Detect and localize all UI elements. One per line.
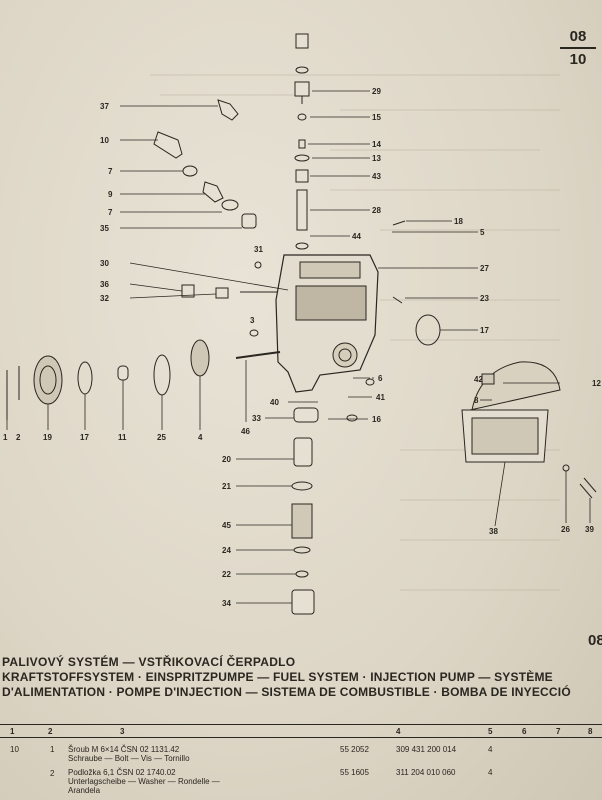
callout-17a: 17 bbox=[480, 326, 489, 335]
callout-42: 42 bbox=[474, 375, 483, 384]
row1-desc-2: Schraube — Bolt — Vis — Tornillo bbox=[68, 754, 190, 763]
callout-7b: 7 bbox=[108, 208, 113, 217]
callout-19: 19 bbox=[43, 433, 52, 442]
callout-10: 10 bbox=[100, 136, 109, 145]
callout-23: 23 bbox=[480, 294, 489, 303]
callout-24: 24 bbox=[222, 546, 231, 555]
page-number-bottom: 10 bbox=[569, 51, 587, 68]
col-header-4: 4 bbox=[396, 727, 401, 736]
row2-desc-2: Unterlagscheibe — Washer — Rondelle — bbox=[68, 777, 220, 786]
row1-desc-1: Šroub M 6×14 ČSN 02 1131.42 bbox=[68, 745, 180, 754]
callout-15: 15 bbox=[372, 113, 381, 122]
callout-29: 29 bbox=[372, 87, 381, 96]
callout-6: 6 bbox=[378, 374, 383, 383]
callout-2: 2 bbox=[16, 433, 21, 442]
col-header-8: 8 bbox=[588, 727, 593, 736]
row2-desc-3: Arandela bbox=[68, 786, 101, 795]
row2-code-1: 55 1605 bbox=[340, 768, 369, 777]
col-header-3: 3 bbox=[120, 727, 125, 736]
page-number: 08 10 bbox=[560, 28, 596, 68]
page-number-top: 08 bbox=[560, 28, 596, 49]
callout-30: 30 bbox=[100, 259, 109, 268]
callout-4: 4 bbox=[198, 433, 203, 442]
callout-36: 36 bbox=[100, 280, 109, 289]
callout-18: 18 bbox=[454, 217, 463, 226]
callout-39: 39 bbox=[585, 525, 594, 534]
callout-41: 41 bbox=[376, 393, 385, 402]
callout-5: 5 bbox=[480, 228, 485, 237]
col-header-2: 2 bbox=[48, 727, 53, 736]
row1-col1: 10 bbox=[10, 745, 19, 754]
callout-20: 20 bbox=[222, 455, 231, 464]
callout-37: 37 bbox=[100, 102, 109, 111]
title-line-3: D'ALIMENTATION · POMPE D'INJECTION — SIS… bbox=[2, 685, 571, 699]
callout-27: 27 bbox=[480, 264, 489, 273]
callout-43: 43 bbox=[372, 172, 381, 181]
callout-26: 26 bbox=[561, 525, 570, 534]
callout-38: 38 bbox=[489, 527, 498, 536]
callout-32: 32 bbox=[100, 294, 109, 303]
col-header-5: 5 bbox=[488, 727, 493, 736]
row1-col2: 1 bbox=[50, 745, 55, 754]
callout-11: 11 bbox=[118, 433, 127, 442]
callout-22: 22 bbox=[222, 570, 231, 579]
col-header-6: 6 bbox=[522, 727, 527, 736]
callout-16: 16 bbox=[372, 415, 381, 424]
callout-1: 1 bbox=[3, 433, 8, 442]
exploded-parts-drawing: 29 15 14 13 43 28 18 5 37 10 7 9 7 35 44… bbox=[3, 33, 601, 615]
callout-35: 35 bbox=[100, 224, 109, 233]
table-header-rule bbox=[0, 737, 602, 738]
callout-21: 21 bbox=[222, 482, 231, 491]
callout-14: 14 bbox=[372, 140, 381, 149]
callout-17b: 17 bbox=[80, 433, 89, 442]
title-line-2: KRAFTSTOFFSYSTEM · EINSPRITZPUMPE — FUEL… bbox=[2, 670, 553, 684]
title-czech: PALIVOVÝ SYSTÉM — VSTŘIKOVACÍ ČERPADLO bbox=[2, 655, 296, 669]
callout-7a: 7 bbox=[108, 167, 113, 176]
row2-col2: 2 bbox=[50, 769, 55, 778]
col-header-1: 1 bbox=[10, 727, 15, 736]
callout-8: 8 bbox=[474, 396, 479, 405]
callout-13: 13 bbox=[372, 154, 381, 163]
callout-12: 12 bbox=[592, 379, 601, 388]
callout-28: 28 bbox=[372, 206, 381, 215]
row2-desc-1: Podložka 6,1 ČSN 02 1740.02 bbox=[68, 768, 176, 777]
callout-9: 9 bbox=[108, 190, 113, 199]
row2-code-2: 311 204 010 060 bbox=[396, 768, 456, 777]
row1-code-1: 55 2052 bbox=[340, 745, 369, 754]
row1-qty: 4 bbox=[488, 745, 493, 754]
callout-34: 34 bbox=[222, 599, 231, 608]
table-top-rule bbox=[0, 724, 602, 725]
edge-page-number: 08 bbox=[588, 632, 602, 649]
callout-3: 3 bbox=[250, 316, 255, 325]
callout-31: 31 bbox=[254, 245, 263, 254]
callout-45: 45 bbox=[222, 521, 231, 530]
row1-code-2: 309 431 200 014 bbox=[396, 745, 457, 754]
callout-33: 33 bbox=[252, 414, 261, 423]
col-header-7: 7 bbox=[556, 727, 561, 736]
row2-qty: 4 bbox=[488, 768, 493, 777]
callout-44: 44 bbox=[352, 232, 361, 241]
callout-46: 46 bbox=[241, 427, 250, 436]
callout-40: 40 bbox=[270, 398, 279, 407]
callout-25: 25 bbox=[157, 433, 166, 442]
